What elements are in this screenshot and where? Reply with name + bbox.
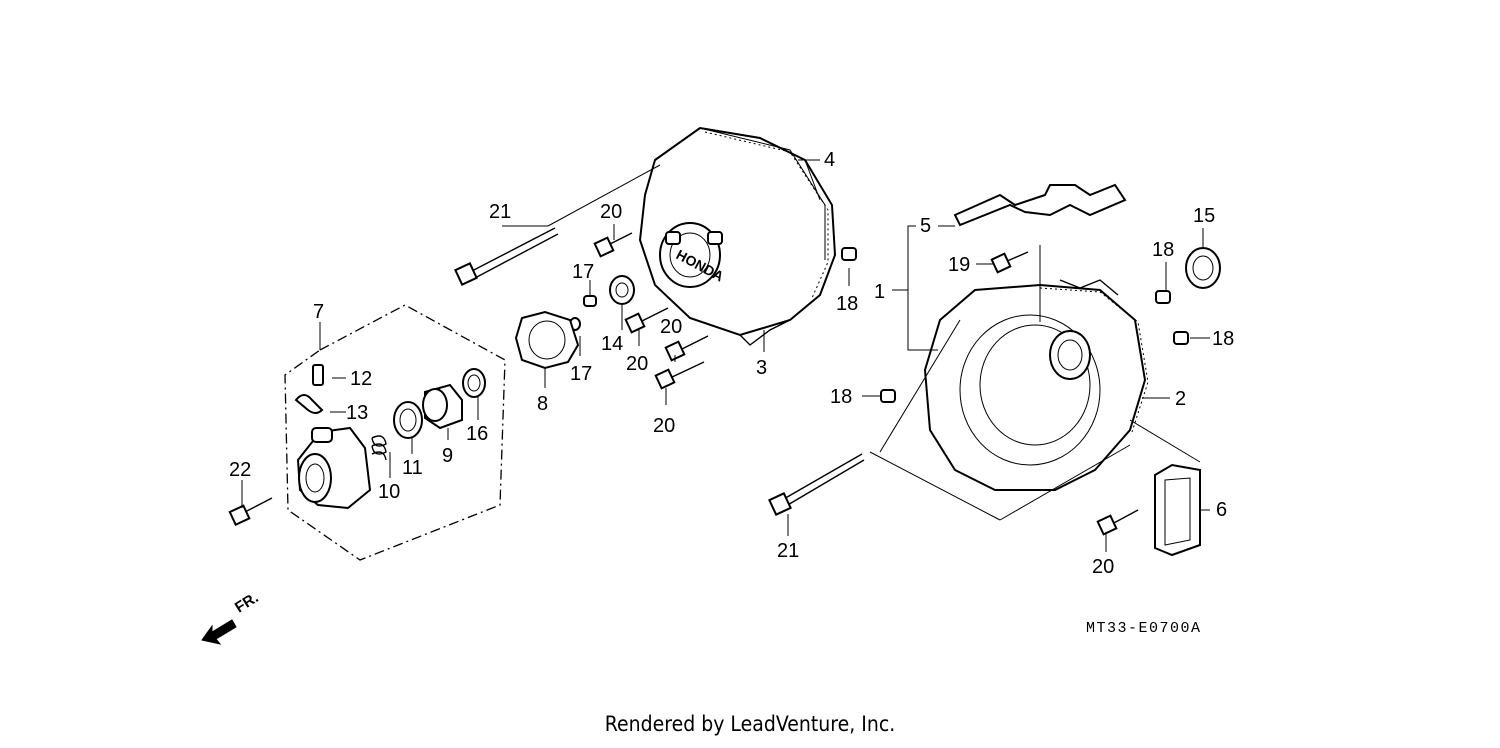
callout-19: 19 [948, 254, 970, 276]
gasket-8 [514, 310, 580, 370]
callout-16: 16 [466, 423, 488, 445]
diagram-part-code: MT33-E0700A [1086, 620, 1202, 637]
duct-6 [1154, 463, 1201, 557]
front-case [923, 279, 1149, 491]
small-parts [569, 275, 635, 331]
callout-7: 7 [313, 301, 324, 323]
callout-18d: 18 [830, 386, 852, 408]
callout-10: 10 [378, 481, 400, 503]
callout-4: 4 [824, 149, 835, 171]
callout-6: 6 [1216, 499, 1227, 521]
callout-18c: 18 [1212, 328, 1234, 350]
callout-5: 5 [920, 215, 931, 237]
callout-22: 22 [229, 459, 251, 481]
callout-21a: 21 [489, 201, 511, 223]
callout-20c: 20 [626, 353, 648, 375]
callout-12: 12 [350, 368, 372, 390]
gasket-5 [953, 183, 1127, 227]
front-direction-arrow [201, 619, 237, 645]
oil-seal-15 [1185, 247, 1221, 289]
render-credit: Rendered by LeadVenture, Inc. [604, 712, 896, 736]
callout-1: 1 [874, 281, 885, 303]
callout-2: 2 [1175, 388, 1186, 410]
callout-20b: 20 [660, 316, 682, 338]
callout-labels: 1 2 3 4 5 6 7 8 9 10 11 12 13 14 15 16 1… [229, 149, 1234, 578]
callout-13: 13 [346, 402, 368, 424]
leader-lines [241, 159, 1210, 552]
callout-20e: 20 [1092, 556, 1114, 578]
callout-9: 9 [442, 445, 453, 467]
callout-3: 3 [756, 357, 767, 379]
callout-17a: 17 [572, 261, 594, 283]
kit-7 [284, 304, 506, 561]
callout-21b: 21 [777, 540, 799, 562]
callout-20d: 20 [653, 415, 675, 437]
callout-17b: 17 [570, 363, 592, 385]
callout-14: 14 [601, 333, 623, 355]
callout-15: 15 [1193, 205, 1215, 227]
rear-cover: HONDA [638, 126, 837, 346]
callout-20a: 20 [600, 201, 622, 223]
callout-11: 11 [402, 457, 423, 479]
bolts [228, 227, 1139, 536]
callout-8: 8 [537, 393, 548, 415]
dowel-pins [841, 247, 1189, 403]
callout-18a: 18 [836, 293, 858, 315]
callout-18b: 18 [1152, 239, 1174, 261]
